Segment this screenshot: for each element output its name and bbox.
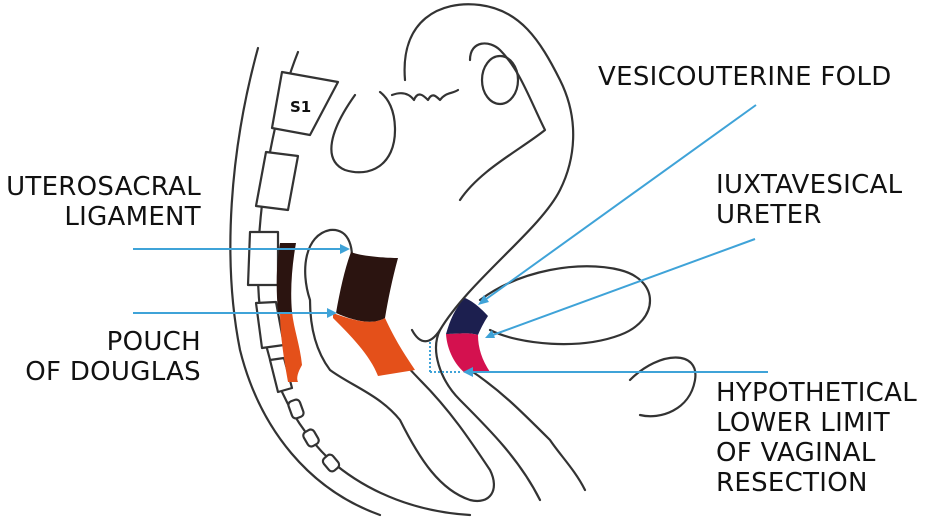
uterosacral-ligament-region-left — [276, 243, 296, 312]
uterus-outline — [403, 3, 575, 343]
label-pouch-of-douglas: POUCH OF DOUGLAS — [25, 327, 201, 387]
bladder-outline — [478, 265, 652, 346]
leader-iuxtavesical-ureter — [485, 238, 756, 338]
vertebra-3 — [246, 230, 280, 287]
vesicouterine-fold-region — [446, 298, 488, 335]
leader-lower-limit — [429, 342, 768, 377]
fallopian-tube — [390, 88, 460, 102]
leader-uterosacral-ligament — [133, 244, 350, 254]
vaginal-resection-region — [446, 333, 490, 373]
pouch-of-douglas-region-right — [333, 313, 415, 376]
leader-vesicouterine-fold — [478, 104, 757, 305]
vertebra-8 — [321, 453, 341, 473]
sacrum-contour — [256, 50, 472, 517]
body-back-contour — [229, 46, 382, 517]
uterosacral-ligament-region-right — [336, 252, 398, 322]
ovary — [480, 54, 520, 106]
vertebra-7 — [302, 428, 320, 448]
pouch-of-douglas-region-left — [280, 312, 302, 382]
vagina-outline-2 — [468, 368, 587, 492]
label-uterosacral-ligament: UTEROSACRAL LIGAMENT — [6, 172, 201, 232]
uterus-inner — [458, 42, 547, 202]
label-vesicouterine-fold: VESICOUTERINE FOLD — [598, 62, 892, 92]
vertebra-6 — [287, 398, 305, 420]
vertebra-s1: S1 — [270, 70, 340, 137]
vertebra-2 — [254, 150, 300, 212]
label-iuxtavesical-ureter: IUXTAVESICAL URETER — [716, 170, 903, 230]
urethra-outline — [628, 356, 697, 418]
rectosigmoid-outline — [330, 90, 397, 174]
label-lower-limit-vaginal-resection: HYPOTHETICAL LOWER LIMIT OF VAGINAL RESE… — [716, 378, 918, 498]
leader-pouch-of-douglas — [133, 308, 337, 318]
vertebra-s1-label: S1 — [290, 98, 311, 116]
rectum-outline — [304, 228, 496, 503]
vagina-outline — [435, 328, 542, 502]
vertebra-5 — [268, 356, 294, 394]
